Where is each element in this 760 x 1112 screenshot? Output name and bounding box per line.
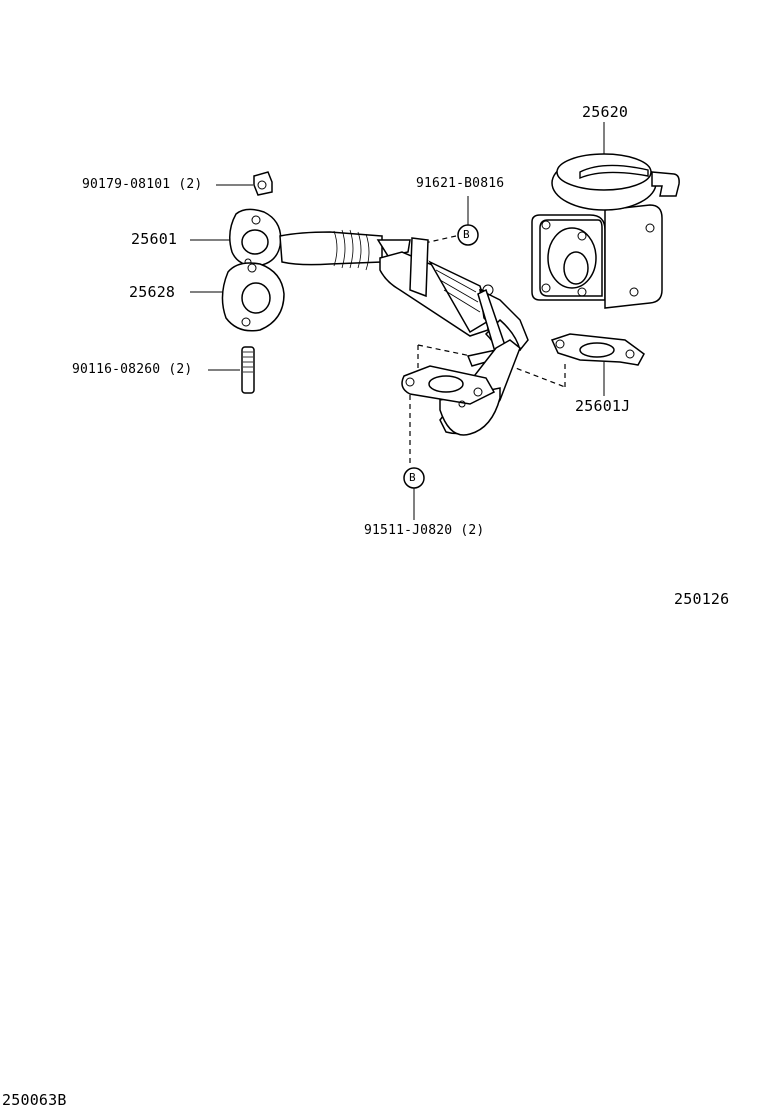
marker-b-lower bbox=[403, 467, 425, 489]
callout-90179-08101: 90179-08101 (2) bbox=[82, 177, 203, 192]
callout-91621-b0816: 91621-B0816 bbox=[416, 176, 505, 191]
callout-25628: 25628 bbox=[129, 283, 176, 301]
illustration-number: 250126 bbox=[674, 590, 730, 608]
marker-b-lower-label: B bbox=[409, 471, 416, 484]
bolt-90179 bbox=[253, 171, 273, 196]
callout-91511-j0820: 91511-J0820 (2) bbox=[364, 523, 485, 538]
egr-valve-25620 bbox=[531, 153, 680, 309]
gasket-25601 bbox=[229, 208, 282, 267]
marker-b-upper bbox=[457, 224, 479, 246]
marker-b-upper-label: B bbox=[463, 228, 470, 241]
lower-elbow bbox=[401, 339, 521, 436]
callout-25620: 25620 bbox=[582, 103, 629, 121]
leader-lines bbox=[190, 122, 605, 520]
egr-pipe bbox=[279, 229, 529, 367]
callout-25601j: 25601J bbox=[575, 397, 631, 415]
stud-90116 bbox=[241, 346, 255, 394]
callout-90116-08260: 90116-08260 (2) bbox=[72, 362, 193, 377]
gasket-25601J bbox=[550, 333, 645, 366]
page-code: 250063B bbox=[2, 1091, 67, 1109]
callout-25601: 25601 bbox=[131, 230, 178, 248]
gasket-25628 bbox=[221, 262, 285, 332]
